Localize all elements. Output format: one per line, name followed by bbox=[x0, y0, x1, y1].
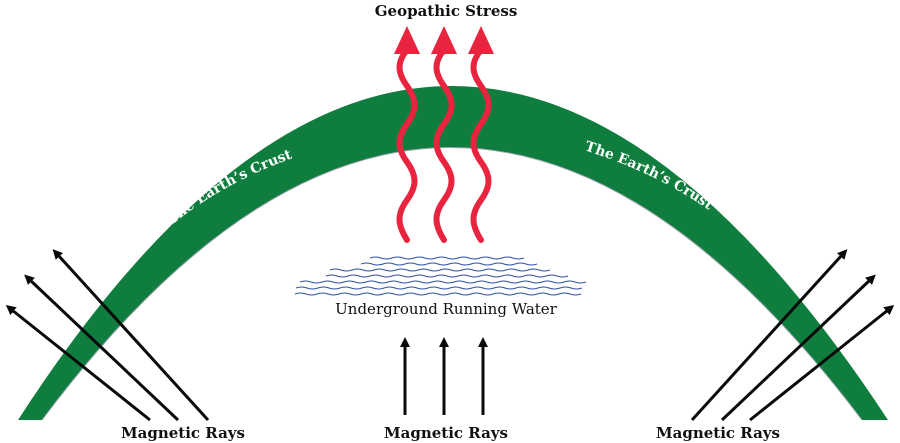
stress-wave-2 bbox=[433, 47, 455, 243]
magnetic-ray-arrow bbox=[749, 305, 895, 422]
magnetic-ray-arrow bbox=[690, 249, 848, 422]
magnetic-rays-left bbox=[5, 249, 210, 422]
stress-wave-3 bbox=[470, 47, 492, 243]
magnetic-ray-arrow bbox=[720, 274, 876, 422]
stress-arrowhead-1 bbox=[394, 26, 420, 54]
underground-water-waves bbox=[294, 256, 587, 296]
earth-crust-band bbox=[18, 86, 888, 420]
stress-wave-1 bbox=[396, 47, 418, 243]
water-label: Underground Running Water bbox=[335, 300, 558, 318]
stress-arrowhead-2 bbox=[431, 26, 457, 54]
geopathic-stress-arrows bbox=[394, 26, 494, 243]
water-wave-line bbox=[325, 274, 569, 278]
water-wave-line bbox=[295, 286, 583, 290]
crust-inner-outline bbox=[41, 147, 863, 421]
magnetic-rays-center bbox=[400, 337, 488, 415]
water-wave-line bbox=[294, 292, 582, 296]
water-wave-line bbox=[299, 280, 587, 284]
diagram-title: Geopathic Stress bbox=[375, 2, 518, 20]
stress-arrowhead-3 bbox=[468, 26, 494, 54]
rays-label-left: Magnetic Rays bbox=[121, 424, 245, 442]
rays-label-right: Magnetic Rays bbox=[656, 424, 780, 442]
magnetic-ray-arrow bbox=[5, 305, 151, 422]
water-wave-line bbox=[369, 256, 525, 260]
water-wave-line bbox=[360, 262, 538, 266]
water-wave-line bbox=[329, 268, 551, 272]
magnetic-ray-arrow bbox=[24, 274, 180, 422]
magnetic-ray-arrow bbox=[52, 249, 210, 422]
rays-label-center: Magnetic Rays bbox=[384, 424, 508, 442]
magnetic-rays-right bbox=[690, 249, 895, 422]
